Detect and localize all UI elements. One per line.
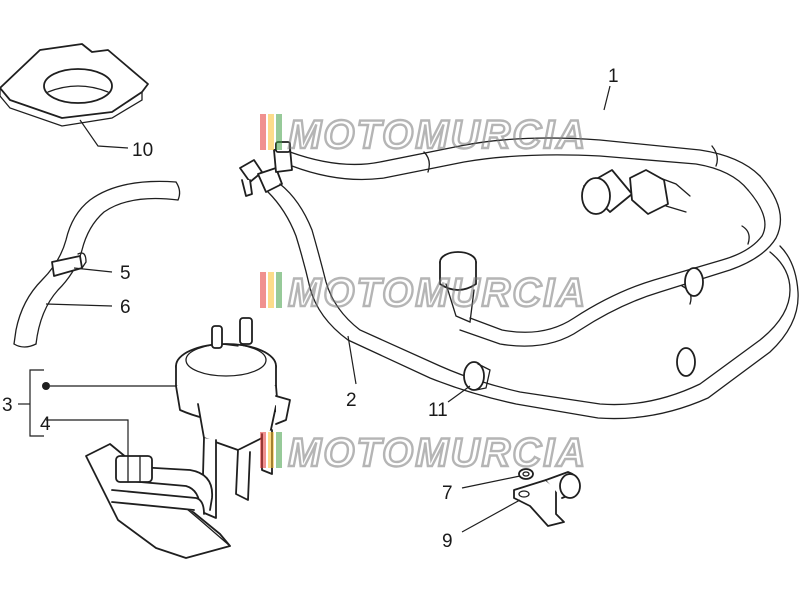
callout-2: 2 [346, 390, 357, 411]
gasket-plate[interactable] [0, 43, 149, 127]
callout-5: 5 [120, 263, 131, 284]
watermark-stripe [260, 114, 266, 150]
watermark-bottom: MOTOMURCIA [260, 430, 587, 476]
bullet-marker [42, 382, 50, 390]
callout-4: 4 [40, 414, 51, 435]
callout-3: 3 [2, 395, 13, 416]
watermark-stripe [260, 272, 266, 308]
callout-10: 10 [132, 140, 153, 161]
mounting-bracket[interactable] [513, 471, 581, 527]
washer[interactable] [518, 468, 534, 480]
watermark-text: MOTOMURCIA [288, 113, 587, 157]
callout-6: 6 [120, 297, 131, 318]
fuel-pump-unit[interactable] [85, 317, 291, 559]
elbow-fitting-upper[interactable] [581, 169, 691, 215]
hose-clamp[interactable] [463, 361, 491, 391]
watermark-text: MOTOMURCIA [288, 431, 587, 475]
group-bracket [18, 369, 50, 437]
callout-7: 7 [442, 483, 453, 504]
watermark-stripe [260, 432, 266, 468]
watermark-stripe [276, 272, 282, 308]
callout-11: 11 [428, 400, 448, 421]
callout-1: 1 [608, 66, 619, 87]
leader-lines [45, 85, 611, 533]
elbow-fitting-middle[interactable] [439, 251, 477, 323]
hose-clamp-small[interactable] [51, 252, 87, 277]
watermark-stripe [276, 432, 282, 468]
vent-hose[interactable] [13, 180, 181, 348]
watermark-stripe [268, 432, 274, 468]
watermark-stripe [276, 114, 282, 150]
watermark-stripe [268, 272, 274, 308]
watermark-top: MOTOMURCIA [260, 112, 587, 158]
watermark-stripe [268, 114, 274, 150]
watermark-text: MOTOMURCIA [288, 271, 587, 315]
watermark-middle: MOTOMURCIA [260, 270, 587, 316]
callout-9: 9 [442, 531, 453, 552]
